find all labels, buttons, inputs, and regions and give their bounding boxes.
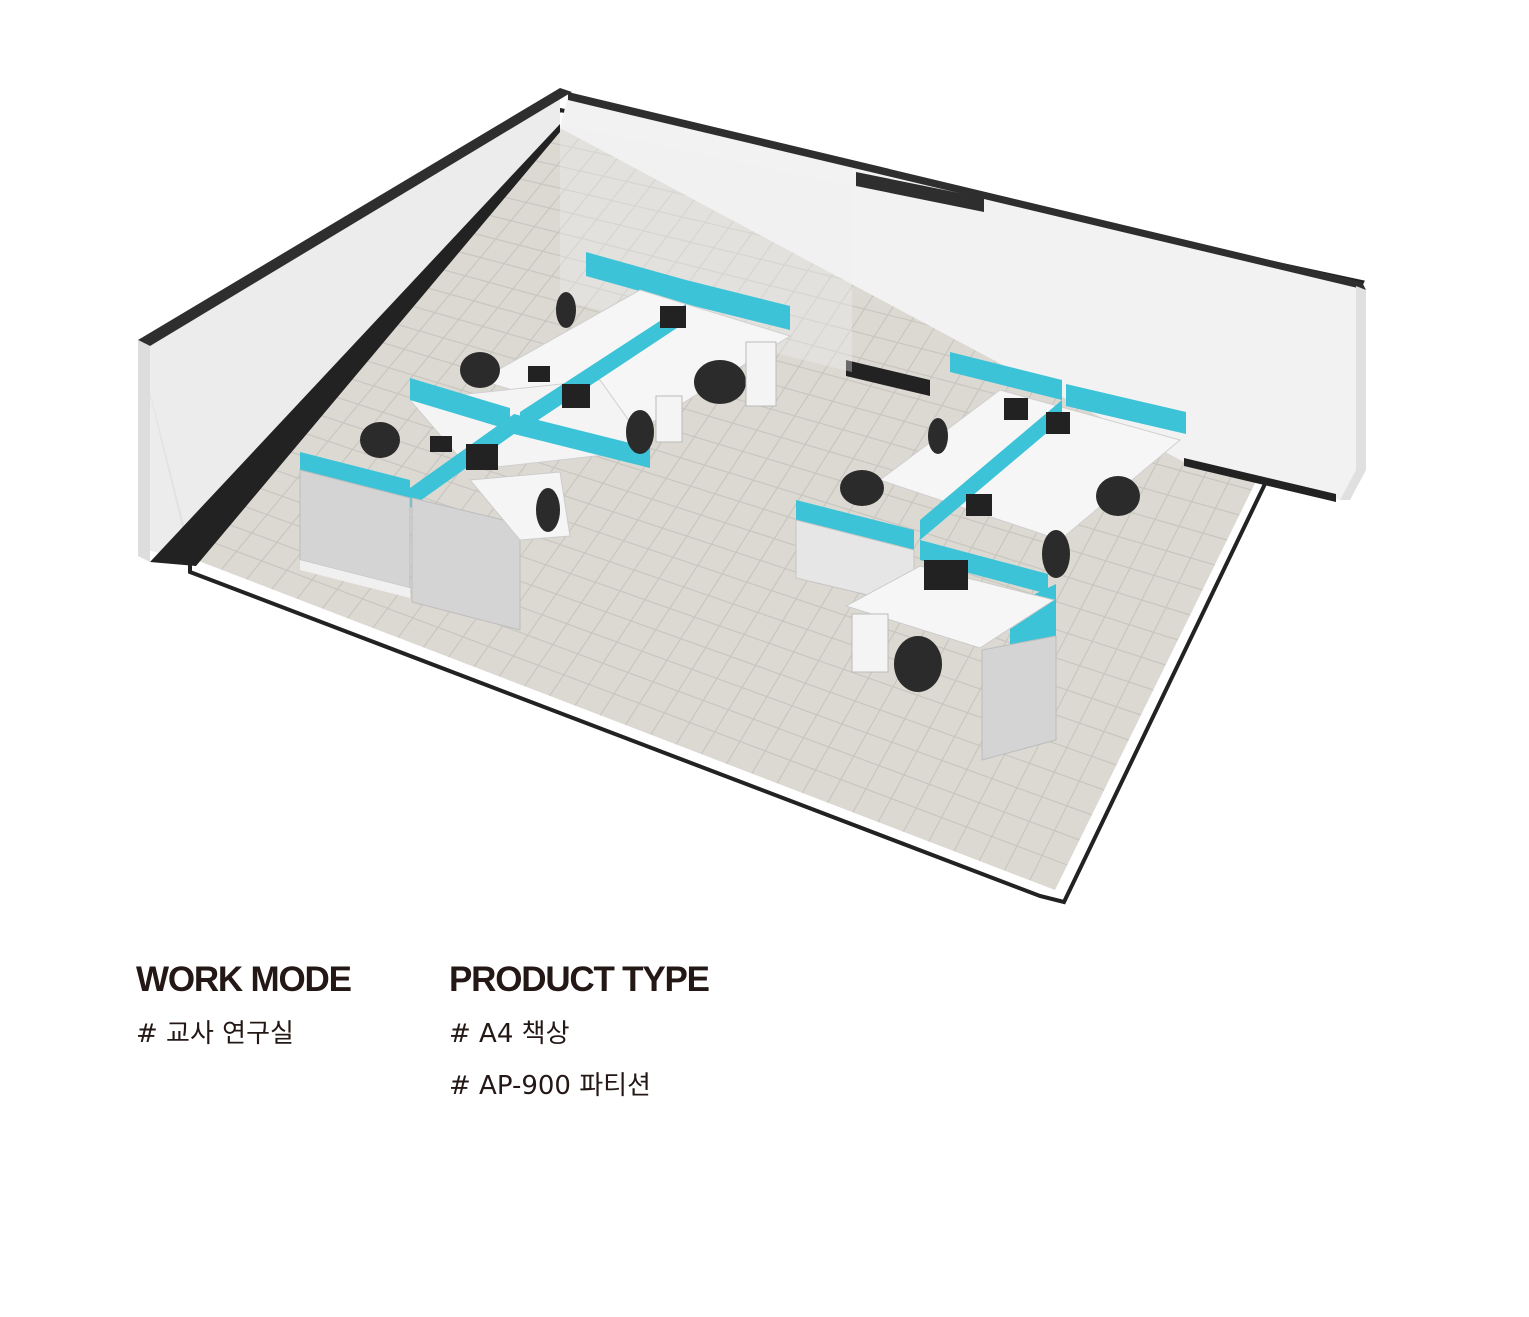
product-type-block: PRODUCT TYPE # A4 책상 # AP-900 파티션: [449, 958, 710, 1112]
workstation-cluster-right: [795, 352, 1186, 761]
work-mode-tag: # 교사 연구실: [136, 1019, 294, 1049]
workstation-cluster-left: [299, 252, 792, 631]
product-type-heading: PRODUCT TYPE: [449, 960, 710, 999]
floor-grid-line: [220, 128, 588, 571]
floor-grid-line: [523, 187, 866, 687]
floor-grid-line: [549, 192, 889, 697]
product-type-tag-partition: # AP-900 파티션: [449, 1071, 651, 1101]
product-type-tag-desk: # A4 책상: [449, 1019, 570, 1049]
room-wall-left: [138, 88, 572, 566]
work-mode-block: WORK MODE # 교사 연구실: [136, 958, 352, 1060]
work-mode-heading: WORK MODE: [136, 960, 352, 999]
